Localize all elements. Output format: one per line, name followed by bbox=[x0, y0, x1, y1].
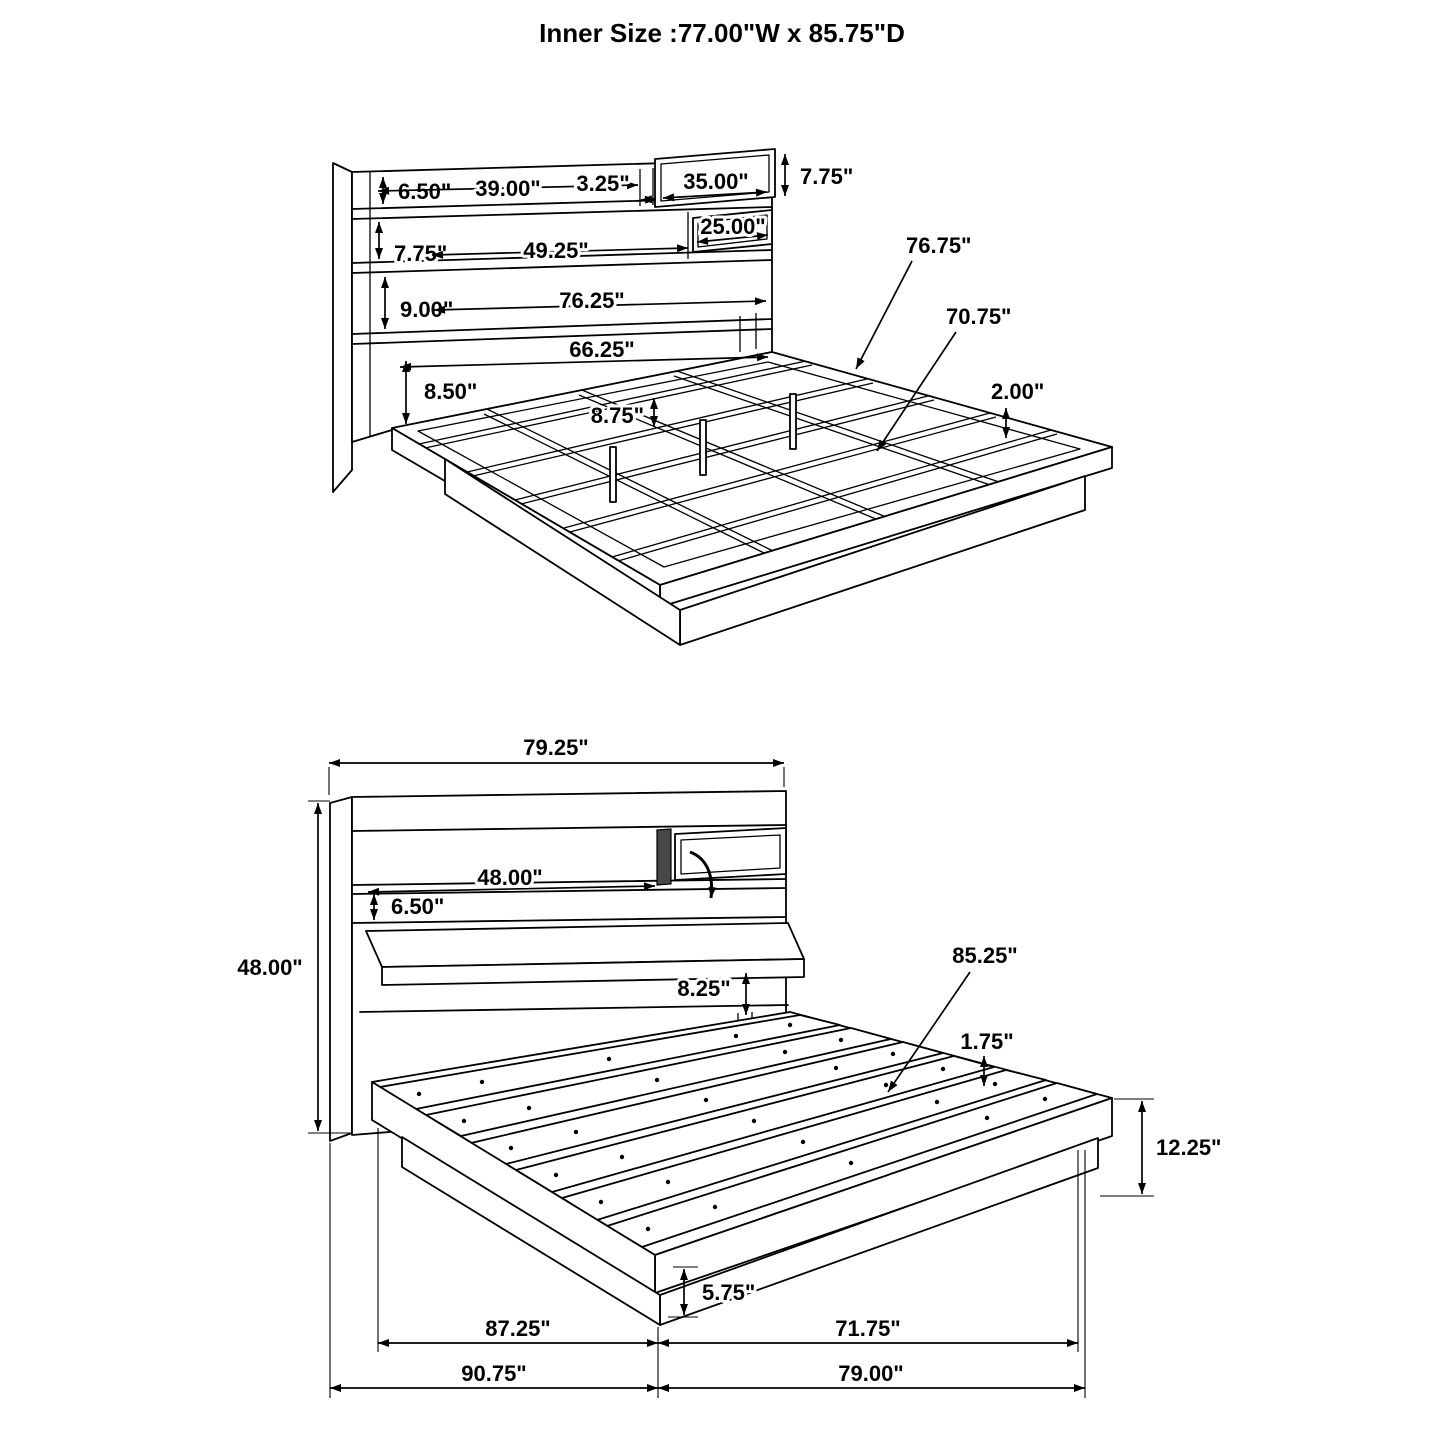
svg-text:6.50": 6.50" bbox=[398, 179, 451, 204]
center-rails bbox=[483, 370, 1000, 557]
front-view: 79.25" 48.00" 48.00" 6.50" 8.25" 85.25" … bbox=[234, 732, 1224, 1398]
svg-text:8.75": 8.75" bbox=[591, 403, 644, 428]
dim-slat-thickness: 2.00" bbox=[988, 376, 1047, 438]
svg-text:85.25": 85.25" bbox=[952, 943, 1017, 968]
dim-platform-height: 12.25" bbox=[1100, 1098, 1224, 1197]
dim-shelf-opening-height: 6.50" bbox=[370, 891, 447, 922]
svg-text:2.00": 2.00" bbox=[991, 379, 1044, 404]
flip-door-arrow bbox=[689, 850, 717, 899]
dim-footboard-length: 71.75" bbox=[658, 1150, 1079, 1352]
svg-text:66.25": 66.25" bbox=[569, 337, 634, 362]
svg-text:90.75": 90.75" bbox=[461, 1361, 526, 1386]
dim-top-shelf-width: 39.00" bbox=[377, 173, 639, 204]
dim-headboard-height: 48.00" bbox=[234, 800, 352, 1134]
svg-text:25.00": 25.00" bbox=[700, 214, 765, 239]
dim-top-cubby-width: 35.00" bbox=[662, 166, 768, 202]
svg-text:76.25": 76.25" bbox=[559, 288, 624, 313]
svg-text:87.25": 87.25" bbox=[485, 1316, 550, 1341]
dim-headboard-width: 79.25" bbox=[328, 732, 785, 795]
dim-center-rail-length: 70.75" bbox=[876, 301, 1014, 452]
dim-top-shelf-gap: 3.25" bbox=[573, 168, 657, 204]
svg-text:70.75": 70.75" bbox=[946, 304, 1011, 329]
svg-text:12.25": 12.25" bbox=[1156, 1135, 1221, 1160]
svg-text:71.75": 71.75" bbox=[835, 1316, 900, 1341]
shelf-divider bbox=[656, 828, 672, 886]
support-legs bbox=[609, 393, 797, 503]
svg-text:79.25": 79.25" bbox=[523, 735, 588, 760]
dim-middle-cubby-width: 25.00" bbox=[696, 211, 769, 245]
svg-text:35.00": 35.00" bbox=[683, 169, 748, 194]
svg-text:48.00": 48.00" bbox=[237, 955, 302, 980]
screw-holes bbox=[416, 1022, 1048, 1232]
svg-text:7.75": 7.75" bbox=[800, 164, 853, 189]
svg-text:7.75": 7.75" bbox=[394, 241, 447, 266]
dim-slat-spacing: 8.75" bbox=[588, 398, 658, 431]
dim-side-rail-length: 76.75" bbox=[855, 230, 974, 370]
svg-text:6.50": 6.50" bbox=[391, 894, 444, 919]
dim-bottom-shelf-width: 76.25" bbox=[433, 285, 767, 316]
platform-front-view bbox=[371, 1011, 1113, 1326]
dim-middle-shelf-width: 49.25" bbox=[431, 235, 689, 266]
dim-frame-depth: 87.25" bbox=[377, 1128, 659, 1398]
svg-text:48.00": 48.00" bbox=[477, 865, 542, 890]
mattress-slats bbox=[379, 1014, 1098, 1248]
svg-text:8.25": 8.25" bbox=[677, 976, 730, 1001]
svg-text:79.00": 79.00" bbox=[838, 1361, 903, 1386]
svg-text:8.50": 8.50" bbox=[424, 379, 477, 404]
dim-top-cubby-height: 7.75" bbox=[781, 154, 856, 196]
svg-text:76.75": 76.75" bbox=[906, 233, 971, 258]
front-cubby-box bbox=[674, 827, 787, 881]
dim-inner-width: 66.25" bbox=[399, 334, 769, 371]
top-view: 6.50" 39.00" 3.25" 35.00" 7.75" 7.75" 49… bbox=[332, 148, 1113, 646]
dim-middle-shelf-height: 7.75" bbox=[375, 222, 450, 269]
dim-platform-length: 85.25" bbox=[887, 940, 1021, 1093]
svg-text:49.25": 49.25" bbox=[523, 238, 588, 263]
page-title: Inner Size :77.00"W x 85.75"D bbox=[539, 18, 905, 48]
flip-down-door bbox=[365, 922, 805, 986]
svg-text:1.75": 1.75" bbox=[960, 1029, 1013, 1054]
dim-base-height: 5.75" bbox=[668, 1266, 758, 1318]
dim-base-length: 79.00" bbox=[658, 1150, 1086, 1398]
svg-text:39.00": 39.00" bbox=[475, 176, 540, 201]
svg-text:3.25": 3.25" bbox=[576, 171, 629, 196]
slat-frame-top-view bbox=[391, 351, 1113, 646]
dim-ledge-height: 8.25" bbox=[674, 973, 750, 1015]
dim-slat-gap: 1.75" bbox=[957, 1026, 1017, 1086]
dim-shelf-opening-width: 48.00" bbox=[367, 862, 656, 896]
svg-text:5.75": 5.75" bbox=[702, 1280, 755, 1305]
dim-overall-depth: 90.75" bbox=[329, 1143, 658, 1398]
dim-rail-height: 8.50" bbox=[402, 361, 480, 424]
cross-slats bbox=[418, 360, 1058, 562]
